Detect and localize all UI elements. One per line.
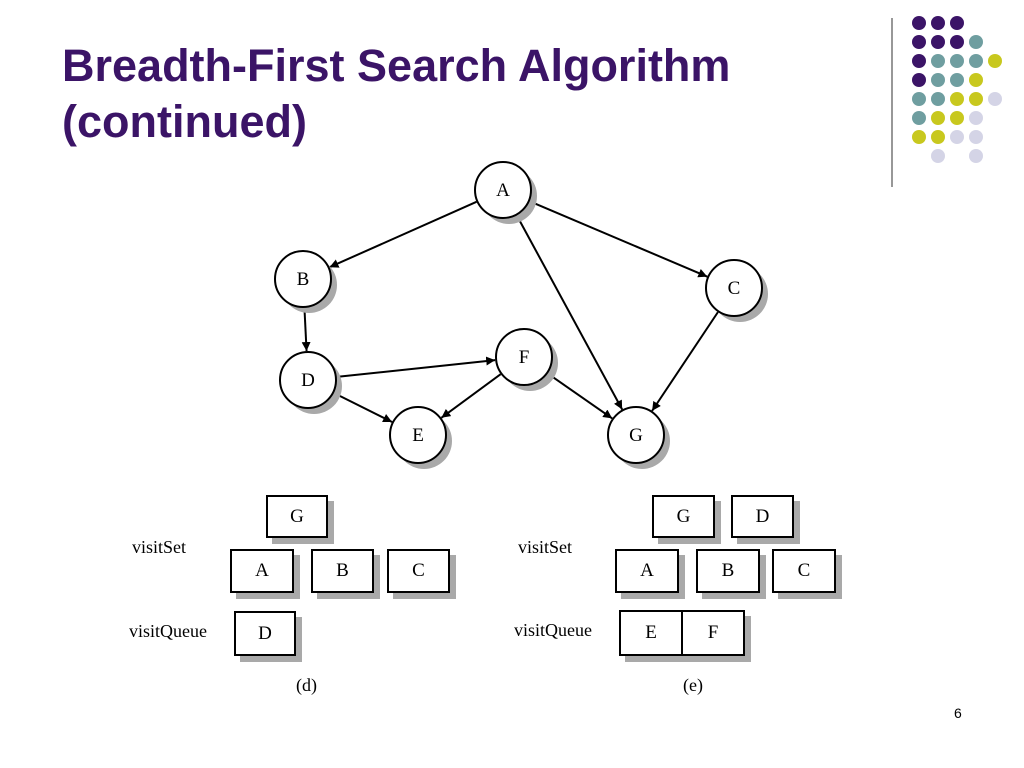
graph-node-b: B [274, 250, 337, 313]
graph-node-g: G [607, 406, 670, 469]
node-label: C [728, 278, 741, 299]
panel-e-visitqueue-box: F [681, 610, 745, 656]
decorative-dot [912, 92, 926, 106]
graph-node-d: D [279, 351, 342, 414]
node-label: B [297, 269, 310, 290]
decorative-dot [912, 111, 926, 125]
panel-d-visitqueue-label: visitQueue [129, 621, 207, 641]
decorative-dot [969, 73, 983, 87]
node-circle [279, 351, 337, 409]
node-label: D [301, 370, 315, 391]
decorative-dot [931, 54, 945, 68]
decorative-dot-grid [891, 16, 1002, 187]
graph-nodes: A B C D E F G [274, 161, 768, 469]
node-circle [607, 406, 665, 464]
panel-d-visitset-top-box: G [266, 495, 328, 538]
edge-b-to-d [301, 307, 311, 352]
panel-e-visitqueue-label: visitQueue [514, 620, 592, 640]
node-circle [389, 406, 447, 464]
decorative-dot [950, 111, 964, 125]
decorative-dot [988, 54, 1002, 68]
decorative-dot [931, 35, 945, 49]
decorative-dot [931, 149, 945, 163]
node-circle [705, 259, 763, 317]
node-circle [474, 161, 532, 219]
node-label: G [629, 425, 643, 446]
edge-f-to-e [440, 373, 502, 419]
decorative-dot [931, 16, 945, 30]
decorative-dot [950, 54, 964, 68]
graph-node-e: E [389, 406, 452, 469]
edge-d-to-e [333, 392, 393, 423]
decorative-dot [931, 73, 945, 87]
panel-e-visitset-top-box: G [652, 495, 715, 538]
panel-d-visitset-box: A [230, 549, 294, 593]
node-label: F [519, 347, 530, 368]
decorative-dot [912, 35, 926, 49]
graph-node-c: C [705, 259, 768, 322]
decorative-dot [969, 130, 983, 144]
title-line-1: Breadth-First Search Algorithm [62, 40, 731, 91]
decorative-dot [931, 130, 945, 144]
decorative-dot [912, 130, 926, 144]
panel-e-visitqueue-box: E [619, 610, 683, 656]
edge-c-to-g [651, 311, 719, 412]
node-circle [495, 328, 553, 386]
decorative-dot [931, 111, 945, 125]
graph-node-a: A [474, 161, 537, 224]
panel-e-visitset-top-box: D [731, 495, 794, 538]
decorative-dot [912, 73, 926, 87]
decorative-dot [950, 73, 964, 87]
decorative-dot [950, 92, 964, 106]
panel-e-visitset-box: B [696, 549, 760, 593]
edge-a-to-c [529, 200, 708, 278]
panel-d-caption: (d) [296, 675, 317, 695]
decorative-dot [912, 54, 926, 68]
node-circle [274, 250, 332, 308]
graph-edges [301, 200, 719, 423]
panel-e-visitset-box: C [772, 549, 836, 593]
edge-f-to-g [547, 372, 613, 420]
panel-e-visitset-label: visitSet [518, 537, 573, 557]
panel-e-visitset-box: A [615, 549, 679, 593]
panel-d-visitqueue-box: D [234, 611, 296, 656]
title-line-2: (continued) [62, 96, 307, 147]
decorative-dot [969, 35, 983, 49]
panel-e-caption: (e) [683, 675, 703, 695]
panel-d-visitset-box: B [311, 549, 374, 593]
decorative-dot [969, 111, 983, 125]
decorative-dot [969, 54, 983, 68]
decorative-dot [969, 149, 983, 163]
decorative-dot [988, 92, 1002, 106]
decorative-dot [912, 16, 926, 30]
decorative-dot [950, 130, 964, 144]
node-label: A [496, 180, 510, 201]
slide-title: Breadth-First Search Algorithm (continue… [62, 38, 730, 150]
graph-node-f: F [495, 328, 558, 391]
panel-d-visitset-box: C [387, 549, 450, 593]
node-label: E [412, 425, 424, 446]
edge-d-to-f [336, 356, 496, 378]
page-number: 6 [954, 705, 962, 721]
edge-a-to-b [329, 200, 477, 269]
decorative-dot [931, 92, 945, 106]
decorative-dot [950, 35, 964, 49]
panel-d-visitset-label: visitSet [132, 537, 187, 557]
decorative-dot [969, 92, 983, 106]
decorative-dot [950, 16, 964, 30]
edge-a-to-g [515, 215, 624, 410]
